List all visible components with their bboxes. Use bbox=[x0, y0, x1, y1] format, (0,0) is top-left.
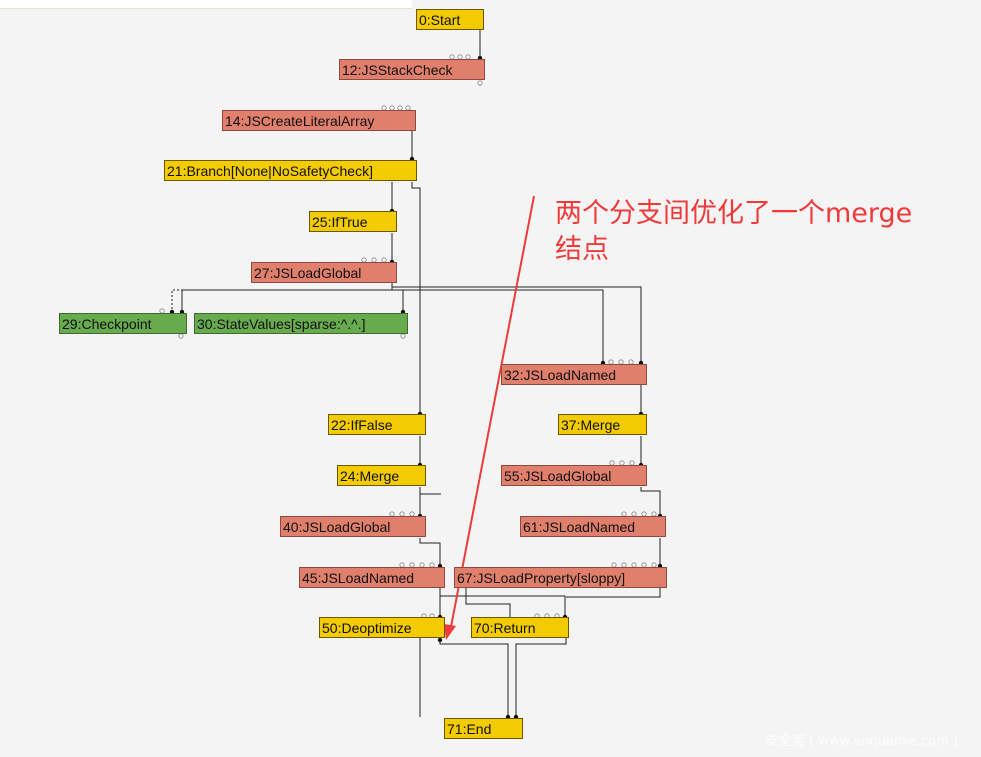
node-22-iffalse[interactable]: 22:IfFalse bbox=[328, 414, 426, 435]
edge bbox=[419, 538, 441, 566]
node-21-branch[interactable]: 21:Branch[None|NoSafetyCheck] bbox=[164, 160, 417, 181]
node-label: 45:JSLoadNamed bbox=[302, 570, 415, 586]
edge bbox=[515, 638, 567, 717]
node-37-merge[interactable]: 37:Merge bbox=[558, 414, 647, 435]
node-14-jscreateliteralarray[interactable]: 14:JSCreateLiteralArray bbox=[222, 110, 416, 131]
node-55-jsloadglobal[interactable]: 55:JSLoadGlobal bbox=[501, 465, 647, 486]
edge bbox=[439, 590, 566, 617]
edge bbox=[391, 283, 604, 363]
node-45-jsloadnamed[interactable]: 45:JSLoadNamed bbox=[299, 567, 445, 588]
node-label: 71:End bbox=[447, 721, 492, 737]
node-label: 50:Deoptimize bbox=[322, 620, 412, 636]
annotation-line-1: 两个分支间优化了一个merge bbox=[555, 198, 913, 229]
node-25-iftrue[interactable]: 25:IfTrue bbox=[309, 211, 397, 232]
node-27-jsloadglobal[interactable]: 27:JSLoadGlobal bbox=[251, 262, 397, 283]
node-67-jsloadproperty[interactable]: 67:JSLoadProperty[sloppy] bbox=[454, 567, 667, 588]
edge bbox=[391, 283, 642, 363]
node-12-jsstackcheck[interactable]: 12:JSStackCheck bbox=[339, 59, 485, 80]
node-label: 61:JSLoadNamed bbox=[523, 519, 636, 535]
node-29-checkpoint[interactable]: 29:Checkpoint bbox=[59, 313, 187, 334]
top-bar bbox=[0, 0, 412, 9]
annotation-text: 两个分支间优化了一个merge 结点 bbox=[555, 196, 955, 268]
node-label: 25:IfTrue bbox=[312, 214, 368, 230]
node-label: 24:Merge bbox=[340, 468, 400, 484]
node-label: 27:JSLoadGlobal bbox=[254, 265, 362, 281]
node-label: 12:JSStackCheck bbox=[342, 62, 453, 78]
watermark: 安全客 ( www.anquanke.com ) bbox=[766, 734, 959, 749]
edge bbox=[439, 638, 509, 717]
node-61-jsloadnamed[interactable]: 61:JSLoadNamed bbox=[520, 516, 666, 537]
node-label: 32:JSLoadNamed bbox=[504, 367, 617, 383]
node-30-statevalues[interactable]: 30:StateValues[sparse:^.^.] bbox=[194, 313, 408, 334]
node-0-start[interactable]: 0:Start bbox=[416, 9, 484, 30]
node-label: 21:Branch[None|NoSafetyCheck] bbox=[167, 163, 373, 179]
annotation-arrow bbox=[449, 195, 535, 633]
edge bbox=[640, 487, 661, 516]
node-label: 22:IfFalse bbox=[331, 417, 393, 433]
node-label: 70:Return bbox=[474, 620, 536, 636]
node-32-jsloadnamed[interactable]: 32:JSLoadNamed bbox=[501, 364, 647, 385]
node-label: 14:JSCreateLiteralArray bbox=[225, 113, 375, 129]
node-label: 0:Start bbox=[419, 12, 461, 28]
edge bbox=[566, 588, 661, 598]
annotation-arrowhead bbox=[444, 624, 456, 640]
annotation-line-2: 结点 bbox=[555, 234, 609, 265]
node-71-end[interactable]: 71:End bbox=[444, 718, 523, 739]
node-label: 67:JSLoadProperty[sloppy] bbox=[457, 570, 626, 586]
edge bbox=[465, 588, 511, 617]
edge bbox=[181, 283, 393, 312]
node-label: 29:Checkpoint bbox=[62, 316, 152, 332]
node-label: 40:JSLoadGlobal bbox=[283, 519, 391, 535]
node-40-jsloadglobal[interactable]: 40:JSLoadGlobal bbox=[280, 516, 426, 537]
node-24-merge[interactable]: 24:Merge bbox=[337, 465, 426, 486]
node-50-deoptimize[interactable]: 50:Deoptimize bbox=[319, 617, 445, 638]
node-label: 30:StateValues[sparse:^.^.] bbox=[197, 316, 366, 332]
node-label: 55:JSLoadGlobal bbox=[504, 468, 612, 484]
edge bbox=[171, 283, 393, 312]
node-label: 37:Merge bbox=[561, 417, 621, 433]
edge bbox=[411, 182, 421, 414]
node-70-return[interactable]: 70:Return bbox=[471, 617, 569, 638]
